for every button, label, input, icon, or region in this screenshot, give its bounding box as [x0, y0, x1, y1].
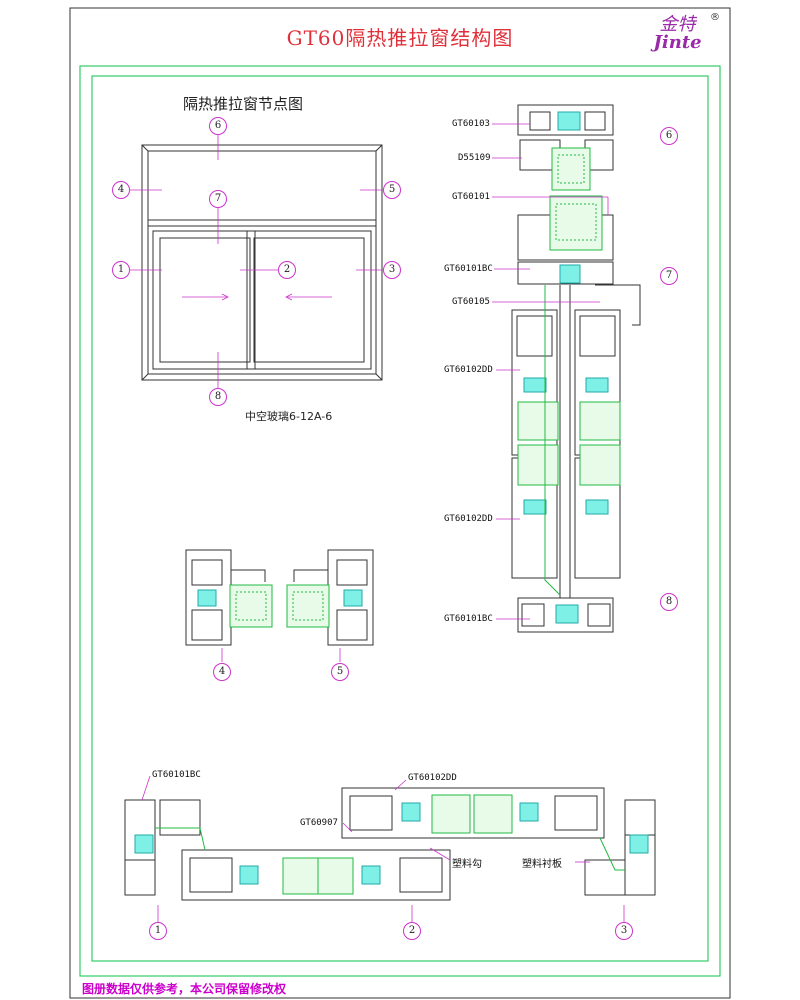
horizontal-section	[124, 787, 656, 901]
part-label: GT60101	[452, 192, 490, 202]
sheet-border	[69, 7, 731, 999]
elevation-title: 隔热推拉窗节点图	[183, 95, 304, 113]
part-label: GT60102DD	[444, 514, 493, 524]
node-marker: 5	[383, 181, 401, 199]
part-label: GT60102DD	[444, 365, 493, 375]
part-label: GT60101BC	[444, 264, 493, 274]
node-marker: 7	[209, 190, 227, 208]
node-marker: 4	[213, 663, 231, 681]
node-marker: 3	[383, 261, 401, 279]
part-label: GT60103	[452, 119, 490, 129]
node-marker: 2	[403, 922, 421, 940]
node-marker: 5	[331, 663, 349, 681]
window-elevation	[141, 144, 383, 381]
outer-green-frame	[79, 65, 721, 977]
registered-mark: ®	[710, 12, 720, 23]
node-marker: 6	[209, 117, 227, 135]
brand-logo: 金特 Jinte ®	[640, 10, 720, 58]
horizontal-section-glazing	[134, 794, 649, 895]
footer-disclaimer: 图册数据仅供参考，本公司保留修改权	[82, 982, 287, 996]
part-label: GT60102DD	[408, 773, 457, 783]
detail-4-5-leaders	[221, 648, 341, 662]
detail-4-5-glazing	[197, 584, 363, 628]
node-marker: 1	[112, 261, 130, 279]
node-marker: 4	[112, 181, 130, 199]
glass-spec: 中空玻璃6-12A-6	[245, 410, 333, 423]
node-marker: 2	[278, 261, 296, 279]
node-marker: 8	[660, 593, 678, 611]
inner-green-frame	[91, 75, 709, 962]
logo-text-en: Jinte	[653, 32, 702, 53]
vertical-section-glazing	[517, 111, 621, 624]
node-marker: 3	[615, 922, 633, 940]
node-marker: 7	[660, 267, 678, 285]
horizontal-leaders	[141, 775, 625, 922]
part-label: GT60105	[452, 297, 490, 307]
vertical-leaders	[492, 123, 609, 620]
part-label: GT60907	[300, 818, 338, 828]
slide-arrows	[182, 293, 332, 301]
logo-text-cn: 金特	[659, 14, 696, 35]
node-marker: 8	[209, 388, 227, 406]
page-title: GT60隔热推拉窗结构图	[286, 26, 514, 50]
part-label: GT60101BC	[152, 770, 201, 780]
section-lines	[130, 135, 384, 388]
part-label: GT60101BC	[444, 614, 493, 624]
node-marker: 6	[660, 127, 678, 145]
note-label: 塑料衬板	[522, 859, 562, 870]
part-label: D55109	[458, 153, 491, 163]
node-marker: 1	[149, 922, 167, 940]
note-label: 塑料勾	[452, 859, 482, 870]
